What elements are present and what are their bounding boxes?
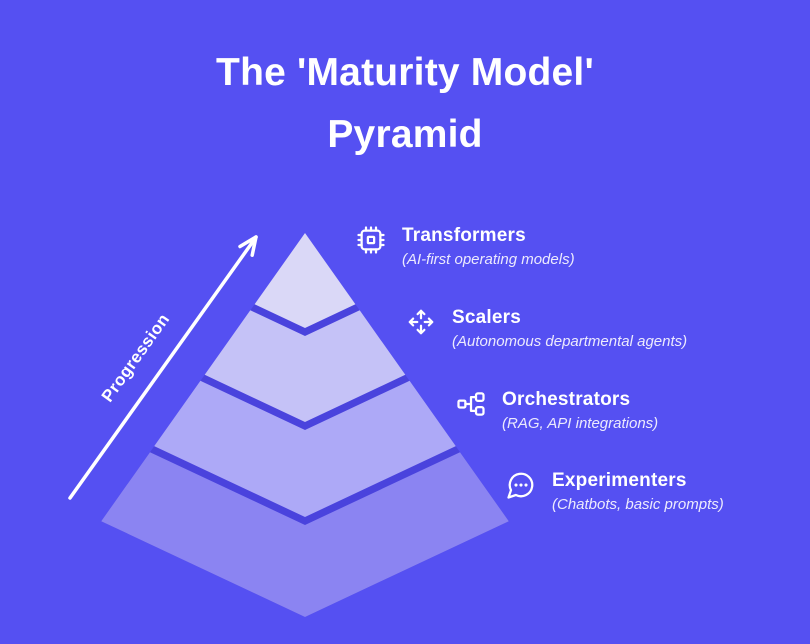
- level-subtitle: (Chatbots, basic prompts): [552, 496, 724, 513]
- level-title: Orchestrators: [502, 389, 631, 410]
- level-text: Transformers (AI-first operating models): [402, 224, 575, 271]
- chat-bubble-icon: [506, 470, 536, 500]
- cpu-chip-icon: [356, 225, 386, 255]
- page-title: The 'Maturity Model' Pyramid: [0, 42, 810, 166]
- level-text: Orchestrators (RAG, API integrations): [502, 388, 658, 435]
- move-arrows-icon: [406, 307, 436, 337]
- page-title-line-2: Pyramid: [327, 113, 483, 156]
- level-subtitle: (Autonomous departmental agents): [452, 333, 688, 350]
- pyramid-level-transformers: [254, 233, 356, 328]
- level-subtitle: (AI-first operating models): [402, 251, 575, 268]
- pyramid-level-orchestrators: [154, 380, 456, 517]
- level-subtitle: (RAG, API integrations): [502, 415, 659, 432]
- level-row-transformers: Transformers (AI-first operating models): [356, 224, 575, 271]
- workflow-nodes-icon: [456, 389, 486, 419]
- level-title: Scalers: [452, 307, 522, 328]
- level-title: Experimenters: [552, 470, 687, 491]
- level-row-orchestrators: Orchestrators (RAG, API integrations): [456, 388, 658, 435]
- pyramid-level-scalers: [204, 310, 406, 422]
- level-title: Transformers: [402, 225, 526, 246]
- page-title-line-1: The 'Maturity Model': [216, 51, 594, 94]
- level-text: Experimenters (Chatbots, basic prompts): [552, 469, 724, 516]
- pyramid-level-experimenters: [101, 452, 509, 617]
- level-row-scalers: Scalers (Autonomous departmental agents): [406, 306, 687, 353]
- level-text: Scalers (Autonomous departmental agents): [452, 306, 687, 353]
- level-row-experimenters: Experimenters (Chatbots, basic prompts): [506, 469, 724, 516]
- progression-arrow: [68, 235, 258, 500]
